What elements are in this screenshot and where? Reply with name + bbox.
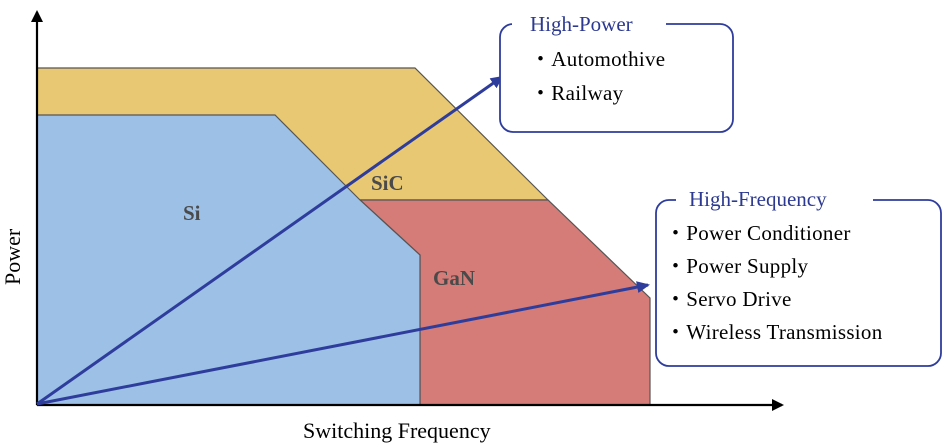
high-power-item-1: ・Automothive xyxy=(530,47,665,71)
high-frequency-item-1: ・Power Conditioner xyxy=(665,221,851,245)
high-power-title: High-Power xyxy=(530,12,633,36)
high-frequency-item-2: ・Power Supply xyxy=(665,254,809,278)
high-power-arrow xyxy=(36,75,504,406)
si-label: Si xyxy=(183,201,201,225)
x-axis-label: Switching Frequency xyxy=(303,418,491,443)
high-power-callout: High-Power ・Automothive ・Railway xyxy=(499,12,734,133)
gan-label: GaN xyxy=(433,266,475,290)
y-axis-label: Power xyxy=(0,228,25,285)
high-power-title-backdrop xyxy=(512,12,666,36)
sic-label: SiC xyxy=(371,171,404,195)
high-frequency-title-backdrop xyxy=(676,187,873,211)
high-power-item-2: ・Railway xyxy=(530,81,624,105)
high-frequency-arrow xyxy=(36,281,650,406)
high-frequency-item-4: ・Wireless Transmission xyxy=(665,320,883,344)
high-power-box xyxy=(499,23,734,133)
high-frequency-title: High-Frequency xyxy=(689,187,827,211)
high-frequency-item-3: ・Servo Drive xyxy=(665,287,792,311)
high-frequency-callout: High-Frequency ・Power Conditioner ・Power… xyxy=(655,187,942,367)
